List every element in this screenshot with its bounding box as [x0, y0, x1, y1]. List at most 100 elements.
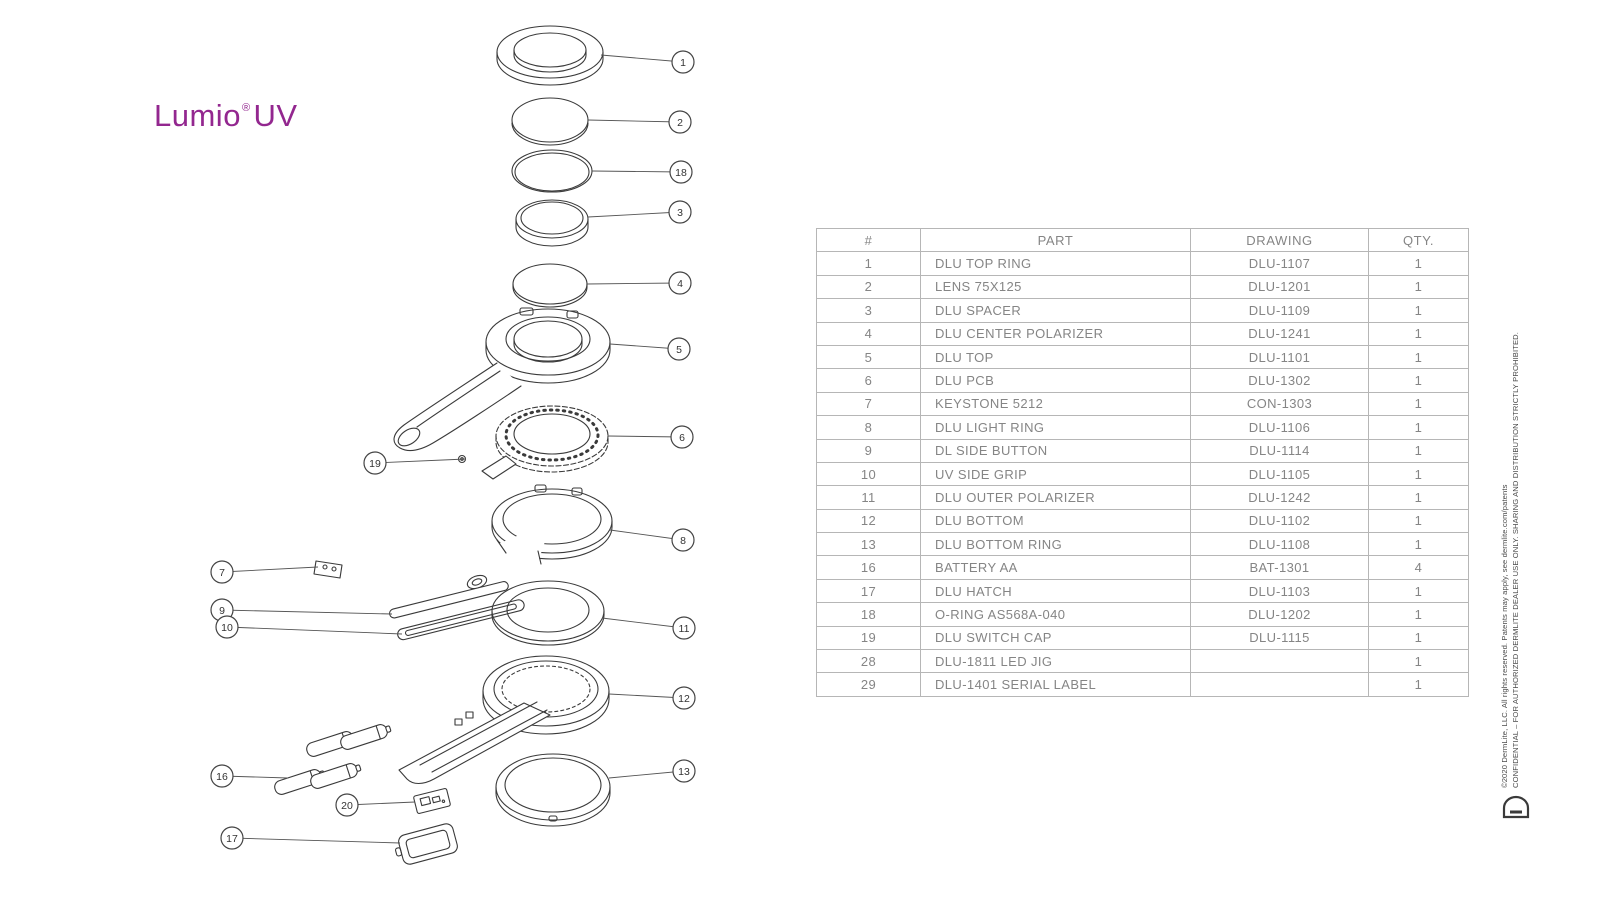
- part-3-spacer: [515, 199, 589, 247]
- part-2-lens: [511, 97, 589, 146]
- callout-label: 9: [219, 605, 225, 617]
- part-12-bottom-body: [398, 655, 610, 785]
- table-cell: BATTERY AA: [920, 555, 1191, 580]
- table-cell: 17: [816, 578, 921, 604]
- callout-label: 7: [219, 567, 225, 579]
- table-cell: DLU BOTTOM: [920, 508, 1191, 534]
- table-cell: 19: [816, 625, 921, 651]
- table-cell: 1: [1368, 298, 1469, 323]
- table-cell: O-RING AS568A-040: [920, 602, 1191, 627]
- part-1-top-ring: [496, 25, 604, 86]
- table-cell: 1: [1368, 649, 1469, 674]
- table-cell: 1: [1368, 461, 1469, 487]
- table-cell: DLU-1105: [1190, 461, 1369, 487]
- callout-label: 16: [216, 771, 228, 783]
- part-20-led-board: [413, 788, 451, 814]
- part-13-bottom-ring: [495, 753, 611, 827]
- table-cell: DLU TOP RING: [920, 251, 1191, 276]
- callout-label: 3: [677, 207, 683, 219]
- table-cell: DLU OUTER POLARIZER: [920, 485, 1191, 510]
- table-cell: 2: [816, 274, 921, 300]
- callout-label: 1: [680, 57, 686, 69]
- table-cell: DLU-1302: [1190, 368, 1369, 393]
- table-cell: 9: [816, 438, 921, 463]
- table-cell: 1: [1368, 625, 1469, 651]
- callout-label: 19: [369, 458, 381, 470]
- table-cell: BAT-1301: [1190, 555, 1369, 580]
- table-cell: DLU HATCH: [920, 578, 1191, 604]
- table-cell: 1: [1368, 672, 1469, 697]
- table-cell: 6: [816, 368, 921, 393]
- table-cell: DL SIDE BUTTON: [920, 438, 1191, 463]
- table-cell: 28: [816, 649, 921, 674]
- table-cell: DLU-1242: [1190, 485, 1369, 510]
- table-cell: DLU-1106: [1190, 415, 1369, 440]
- callout-labels: 1 2 18 3 4 5 6 19 8 7 9 10 11 12 16 20 1…: [216, 57, 690, 845]
- callout-label: 17: [226, 833, 238, 845]
- callout-label: 20: [341, 800, 353, 812]
- callout-label: 10: [221, 622, 233, 634]
- table-cell: 1: [1368, 415, 1469, 440]
- table-cell: DLU TOP: [920, 344, 1191, 370]
- table-cell: DLU-1102: [1190, 508, 1369, 534]
- table-cell: DLU-1201: [1190, 274, 1369, 300]
- table-cell: DLU-1108: [1190, 532, 1369, 557]
- part-5-top-body: [393, 307, 611, 452]
- table-cell: DLU-1107: [1190, 251, 1369, 276]
- part-11-outer-polarizer: [491, 580, 605, 646]
- table-cell: DLU PCB: [920, 368, 1191, 393]
- table-cell: 11: [816, 485, 921, 510]
- table-cell: 1: [816, 251, 921, 276]
- table-cell: DLU LIGHT RING: [920, 415, 1191, 440]
- product-name: UV: [253, 98, 298, 133]
- table-cell: 3: [816, 298, 921, 323]
- brand-name: Lumio: [154, 98, 241, 133]
- table-header: PART: [920, 227, 1191, 253]
- table-cell: 1: [1368, 438, 1469, 463]
- table-cell: DLU SPACER: [920, 298, 1191, 323]
- table-cell: DLU BOTTOM RING: [920, 532, 1191, 557]
- table-cell: UV SIDE GRIP: [920, 461, 1191, 487]
- dermlite-logo-icon: [1502, 795, 1530, 819]
- callout-label: 11: [679, 623, 690, 635]
- table-cell: 1: [1368, 274, 1469, 300]
- table-cell: DLU SWITCH CAP: [920, 625, 1191, 651]
- table-cell: DLU-1109: [1190, 298, 1369, 323]
- table-cell: 1: [1368, 532, 1469, 557]
- table-cell: 1: [1368, 508, 1469, 534]
- callout-label: 5: [676, 344, 682, 356]
- table-cell: 5: [816, 344, 921, 370]
- callout-label: 4: [677, 278, 683, 290]
- part-6-pcb: [481, 405, 609, 480]
- table-cell: KEYSTONE 5212: [920, 391, 1191, 417]
- table-cell: DLU-1114: [1190, 438, 1369, 463]
- table-cell: 13: [816, 532, 921, 557]
- callout-label: 12: [678, 693, 690, 705]
- table-header: #: [816, 227, 921, 253]
- table-cell: 1: [1368, 251, 1469, 276]
- callout-label: 18: [675, 167, 687, 179]
- part-4-center-polarizer: [512, 263, 588, 308]
- table-cell: 4: [816, 321, 921, 346]
- table-cell: LENS 75X125: [920, 274, 1191, 300]
- table-cell: DLU-1241: [1190, 321, 1369, 346]
- table-cell: DLU-1101: [1190, 344, 1369, 370]
- registered-mark: ®: [241, 102, 251, 114]
